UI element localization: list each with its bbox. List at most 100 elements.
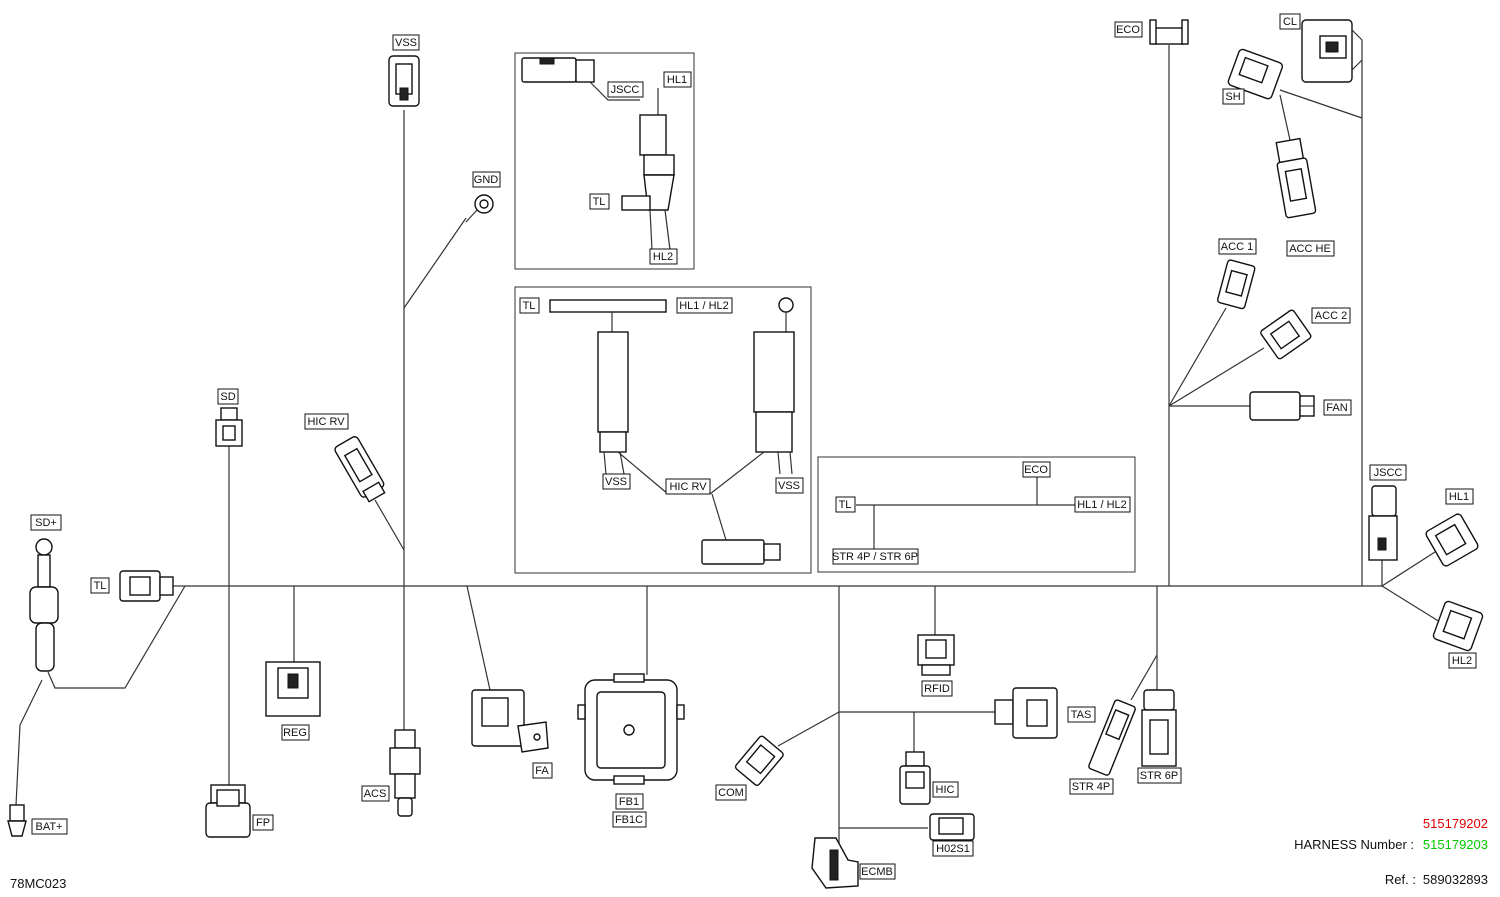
harness-number-label: HARNESS Number : xyxy=(1294,837,1414,852)
label-fb1c: FB1C xyxy=(612,811,647,828)
svg-text:ACC HE: ACC HE xyxy=(1289,243,1331,255)
svg-text:TL: TL xyxy=(94,580,107,592)
svg-text:COM: COM xyxy=(718,787,744,799)
svg-text:ECMB: ECMB xyxy=(861,866,893,878)
svg-text:ACC 1: ACC 1 xyxy=(1221,241,1253,253)
label-str-4p: STR 4P xyxy=(1069,778,1114,795)
inset-jscc-detail xyxy=(514,52,695,270)
hl1-connector xyxy=(1425,513,1479,567)
inset2-label-hl1-hl2: HL1 / HL2 xyxy=(676,297,733,314)
label-jscc: JSCC xyxy=(1369,464,1407,481)
label-reg: REG xyxy=(281,724,310,741)
label-bat-plus: BAT+ xyxy=(31,818,68,835)
inset1-label-tl: TL xyxy=(589,193,610,210)
svg-text:JSCC: JSCC xyxy=(1374,467,1403,479)
label-rfid: RFID xyxy=(921,680,953,697)
jscc-connector xyxy=(1368,485,1398,561)
str-6p-connector xyxy=(1141,689,1177,767)
label-sh: SH xyxy=(1222,88,1245,105)
inset2-label-vss-right: VSS xyxy=(775,477,804,494)
inset3-label-str: STR 4P / STR 6P xyxy=(832,548,919,565)
label-eco: ECO xyxy=(1114,21,1143,38)
inset1-label-hl1: HL1 xyxy=(663,71,692,88)
tas-connector xyxy=(994,687,1058,739)
label-str-6p: STR 6P xyxy=(1137,767,1182,784)
svg-text:ACC 2: ACC 2 xyxy=(1315,310,1347,322)
svg-text:STR 6P: STR 6P xyxy=(1140,770,1179,782)
svg-text:HL1: HL1 xyxy=(667,74,687,86)
svg-text:HL2: HL2 xyxy=(1452,655,1472,667)
hl2-connector xyxy=(1432,600,1484,652)
inset3-label-tl: TL xyxy=(835,496,856,513)
inset3-label-hl1-hl2: HL1 / HL2 xyxy=(1074,496,1131,513)
label-ecmb: ECMB xyxy=(859,863,896,880)
svg-text:SD: SD xyxy=(220,391,235,403)
svg-text:TAS: TAS xyxy=(1071,709,1092,721)
bat-plus-terminal xyxy=(7,804,27,837)
svg-text:TL: TL xyxy=(593,196,606,208)
label-fa: FA xyxy=(532,762,553,779)
label-fb1: FB1 xyxy=(615,793,644,810)
str-4p-connector xyxy=(1088,699,1136,776)
ref-label: Ref. : xyxy=(1385,872,1416,887)
eco-connector xyxy=(1149,19,1189,45)
label-sd: SD xyxy=(217,388,239,405)
svg-text:FP: FP xyxy=(256,817,270,829)
svg-text:HL1 / HL2: HL1 / HL2 xyxy=(1077,499,1127,511)
acc-2-connector xyxy=(1260,309,1312,360)
svg-text:STR 4P / STR 6P: STR 4P / STR 6P xyxy=(832,551,918,563)
svg-text:ECO: ECO xyxy=(1116,24,1140,36)
reg-connector xyxy=(265,661,321,717)
sd-plus-terminal xyxy=(29,538,59,672)
label-acc-2: ACC 2 xyxy=(1311,307,1351,324)
svg-text:TL: TL xyxy=(839,499,852,511)
inset3-label-eco: ECO xyxy=(1022,461,1051,478)
harness-number-1: 515179202 xyxy=(1423,816,1488,831)
svg-text:FB1: FB1 xyxy=(619,796,639,808)
svg-text:FAN: FAN xyxy=(1326,402,1347,414)
inset1-label-hl2: HL2 xyxy=(649,248,678,265)
rfid-connector xyxy=(917,634,955,676)
svg-text:H02S1: H02S1 xyxy=(936,843,970,855)
hic-rv-connector xyxy=(334,436,386,503)
wires xyxy=(15,40,1441,855)
inset1-label-jscc: JSCC xyxy=(607,81,644,98)
fp-connector xyxy=(205,784,251,838)
inset-splice-schematic xyxy=(817,456,1136,573)
label-fp: FP xyxy=(252,814,274,831)
label-tas: TAS xyxy=(1067,706,1096,723)
inset2-label-hic-rv: HIC RV xyxy=(665,478,711,495)
svg-text:FA: FA xyxy=(535,765,549,777)
fan-connector xyxy=(1249,391,1315,421)
com-connector xyxy=(734,735,784,786)
hic-connector xyxy=(899,751,931,805)
svg-text:CL: CL xyxy=(1283,16,1297,28)
svg-text:HIC RV: HIC RV xyxy=(307,416,345,428)
svg-text:HIC: HIC xyxy=(936,784,955,796)
label-hic: HIC xyxy=(932,781,959,798)
svg-text:VSS: VSS xyxy=(778,480,800,492)
svg-text:HIC RV: HIC RV xyxy=(669,481,707,493)
cl-connector xyxy=(1301,19,1363,83)
label-acc-he: ACC HE xyxy=(1286,240,1335,257)
inset2-label-vss-left: VSS xyxy=(602,473,631,490)
svg-text:SD+: SD+ xyxy=(35,517,57,529)
label-hl2: HL2 xyxy=(1448,652,1477,669)
inset-hic-rv-detail xyxy=(514,286,812,574)
vss-connector xyxy=(388,55,420,107)
label-acs: ACS xyxy=(361,785,390,802)
label-com: COM xyxy=(715,784,747,801)
label-h02s1: H02S1 xyxy=(932,840,974,857)
svg-text:SH: SH xyxy=(1225,91,1240,103)
svg-text:BAT+: BAT+ xyxy=(35,821,62,833)
svg-text:GND: GND xyxy=(474,174,499,186)
label-hic-rv: HIC RV xyxy=(304,413,349,430)
svg-text:HL1 / HL2: HL1 / HL2 xyxy=(679,300,729,312)
label-gnd: GND xyxy=(472,171,501,188)
ecmb-connector xyxy=(811,837,859,889)
svg-text:RFID: RFID xyxy=(924,683,950,695)
gnd-ring-terminal xyxy=(465,194,494,223)
svg-text:REG: REG xyxy=(283,727,307,739)
svg-text:ACS: ACS xyxy=(364,788,387,800)
